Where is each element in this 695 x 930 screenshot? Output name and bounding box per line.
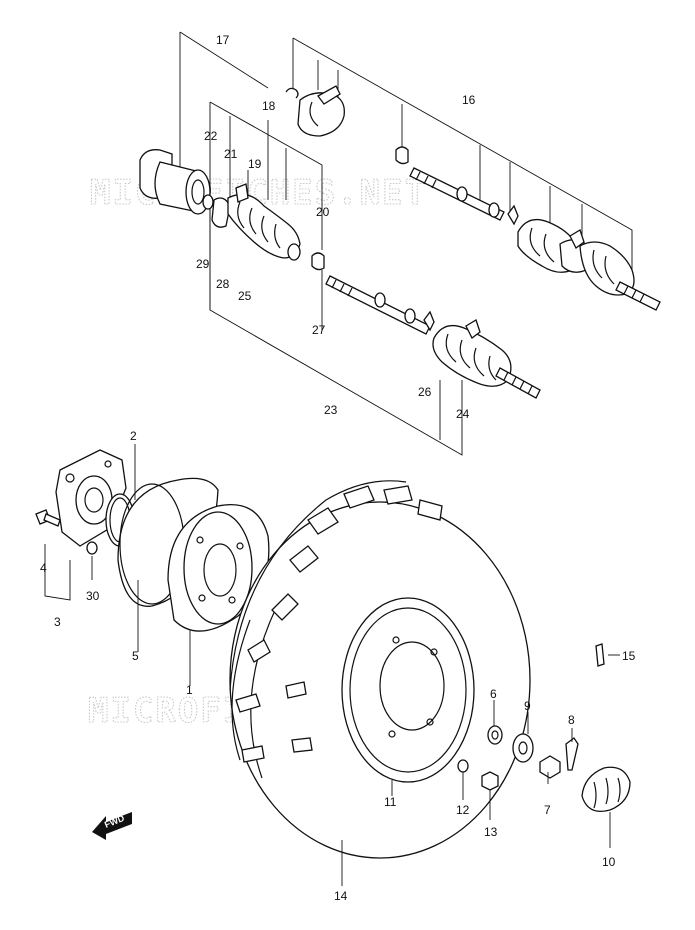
callout-27: 27 — [312, 323, 326, 337]
callout-28: 28 — [216, 277, 230, 291]
cv-boot-inner — [227, 183, 301, 261]
callout-29: 29 — [196, 257, 210, 271]
fwd-arrow: FWD — [92, 812, 132, 840]
callout-7: 7 — [544, 803, 551, 817]
shaft-clip — [311, 252, 325, 271]
washer-9 — [512, 733, 534, 763]
callout-1: 1 — [186, 683, 193, 697]
washer-30 — [86, 541, 98, 555]
cv-cage-parts — [202, 194, 231, 228]
callout-11: 11 — [384, 795, 397, 809]
callout-15: 15 — [622, 649, 636, 663]
hub-cap-10 — [581, 766, 631, 813]
callout-2: 2 — [130, 429, 137, 443]
callout-22: 22 — [204, 129, 218, 143]
callout-10: 10 — [602, 855, 616, 869]
bolt-4 — [35, 509, 61, 527]
callout-16: 16 — [462, 93, 476, 107]
drive-shaft-lower — [325, 275, 541, 399]
cotter-pin-8 — [565, 737, 579, 771]
callout-19: 19 — [248, 157, 262, 171]
callout-24: 24 — [456, 407, 470, 421]
washer-12 — [457, 759, 469, 773]
callout-26: 26 — [418, 385, 432, 399]
tire — [229, 480, 531, 859]
callout-numbers: 17 18 16 22 21 19 20 29 28 25 27 23 26 2… — [40, 33, 636, 903]
callout-13: 13 — [484, 825, 498, 839]
callout-6: 6 — [490, 687, 497, 701]
callout-12: 12 — [456, 803, 470, 817]
cv-joint-housing — [139, 149, 211, 215]
leader-lines-bottom — [44, 444, 620, 886]
callout-18: 18 — [262, 99, 276, 113]
callout-21: 21 — [224, 147, 238, 161]
callout-14: 14 — [334, 889, 348, 903]
callout-9: 9 — [524, 699, 531, 713]
callout-25: 25 — [238, 289, 252, 303]
callout-30: 30 — [86, 589, 100, 603]
wheel-hub — [167, 504, 270, 632]
callout-3: 3 — [54, 615, 61, 629]
callout-20: 20 — [316, 205, 330, 219]
washer-6 — [487, 725, 503, 745]
callout-23: 23 — [324, 403, 338, 417]
callout-17: 17 — [216, 33, 230, 47]
drive-shaft-upper — [395, 146, 661, 311]
castle-nut-7 — [539, 755, 561, 779]
callout-4: 4 — [40, 561, 47, 575]
nut-13 — [481, 771, 499, 791]
snap-ring-top — [285, 85, 345, 137]
callout-8: 8 — [568, 713, 575, 727]
callout-5: 5 — [132, 649, 139, 663]
valve-15 — [595, 643, 605, 667]
